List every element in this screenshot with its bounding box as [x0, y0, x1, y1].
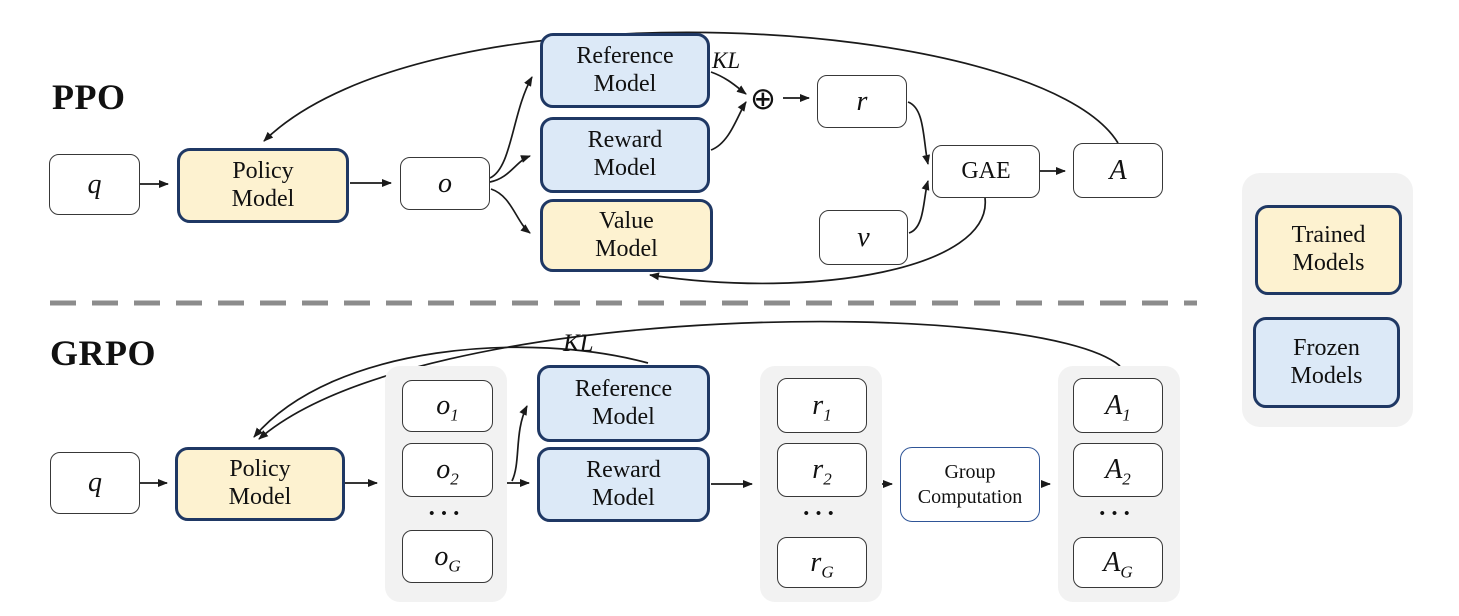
- grpo-oG-label: oG: [434, 540, 461, 576]
- ppo-r-label: r: [856, 85, 868, 117]
- ppo-v-box: v: [819, 210, 908, 265]
- grpo-q-label: q: [88, 467, 102, 498]
- arrow-ppo-reward-to-oplus: [710, 101, 747, 151]
- grpo-reference-model-box: Reference Model: [537, 365, 710, 442]
- grpo-title: GRPO: [50, 333, 156, 373]
- ppo-gae-label: GAE: [961, 157, 1011, 184]
- grpo-r-ellipsis: •••: [803, 505, 841, 522]
- grpo-group-computation-label: Group Computation: [917, 460, 1023, 508]
- ppo-a-box: A: [1073, 143, 1163, 198]
- grpo-rG-box: rG: [777, 537, 867, 588]
- legend-frozen-models-label: Frozen Models: [1290, 334, 1363, 389]
- grpo-reference-model-label: Reference Model: [574, 375, 673, 430]
- plus-circle-icon: ⊕: [750, 81, 776, 116]
- ppo-reward-model-label: Reward Model: [587, 127, 663, 181]
- ppo-policy-model-box: Policy Model: [177, 148, 349, 223]
- grpo-o1-box: o1: [402, 380, 493, 432]
- legend-trained-models-box: Trained Models: [1255, 205, 1402, 295]
- ppo-title: PPO: [52, 77, 126, 117]
- ppo-v-label: v: [857, 221, 870, 253]
- ppo-q-box: q: [49, 154, 140, 215]
- ppo-reward-model-box: Reward Model: [540, 117, 710, 193]
- grpo-rG-label: rG: [810, 546, 834, 582]
- ppo-o-box: o: [400, 157, 490, 210]
- ppo-r-box: r: [817, 75, 907, 128]
- ppo-reference-model-box: Reference Model: [540, 33, 710, 108]
- grpo-r1-label: r1: [812, 389, 832, 425]
- grpo-a1-label: A1: [1105, 389, 1131, 425]
- grpo-r1-box: r1: [777, 378, 867, 433]
- grpo-a1-box: A1: [1073, 378, 1163, 433]
- grpo-o1-label: o1: [436, 390, 459, 425]
- ppo-gae-box: GAE: [932, 145, 1040, 198]
- grpo-o2-box: o2: [402, 443, 493, 497]
- ppo-a-label: A: [1109, 154, 1127, 186]
- grpo-a-ellipsis: •••: [1099, 505, 1137, 522]
- grpo-aG-box: AG: [1073, 537, 1163, 588]
- ppo-reference-model-label: Reference Model: [576, 42, 674, 97]
- grpo-r2-label: r2: [812, 454, 832, 489]
- grpo-a2-label: A2: [1105, 454, 1131, 489]
- legend-trained-models-label: Trained Models: [1291, 222, 1366, 276]
- ppo-policy-model-label: Policy Model: [231, 157, 295, 212]
- grpo-reward-model-box: Reward Model: [537, 447, 710, 522]
- grpo-aG-label: AG: [1103, 546, 1133, 582]
- arrow-ppo-o-to-reference: [489, 76, 533, 179]
- arrow-ppo-v-to-gae: [908, 180, 930, 234]
- ppo-q-label: q: [87, 168, 102, 200]
- arrow-grpo-outputs-to-reference: [511, 405, 528, 482]
- ppo-value-model-label: Value Model: [595, 207, 658, 262]
- grpo-policy-model-label: Policy Model: [228, 456, 292, 510]
- grpo-oG-box: oG: [402, 530, 493, 583]
- arrow-ppo-r-to-gae: [907, 101, 931, 165]
- grpo-reward-model-label: Reward Model: [586, 456, 661, 511]
- grpo-q-box: q: [50, 452, 140, 514]
- ppo-value-model-box: Value Model: [540, 199, 713, 272]
- grpo-r2-box: r2: [777, 443, 867, 497]
- grpo-group-computation-box: Group Computation: [900, 447, 1040, 522]
- grpo-a2-box: A2: [1073, 443, 1163, 497]
- arrow-ppo-reference-to-oplus: [710, 71, 747, 95]
- grpo-o2-label: o2: [436, 454, 459, 489]
- grpo-o-ellipsis: •••: [429, 505, 466, 522]
- grpo-policy-model-box: Policy Model: [175, 447, 345, 521]
- legend-frozen-models-box: Frozen Models: [1253, 317, 1400, 408]
- arrow-ppo-o-to-reward: [489, 155, 531, 183]
- ppo-kl-label: KL: [712, 48, 741, 73]
- ppo-o-label: o: [438, 167, 452, 199]
- arrow-ppo-o-to-value: [490, 188, 531, 234]
- grpo-kl-label: KL: [563, 330, 594, 357]
